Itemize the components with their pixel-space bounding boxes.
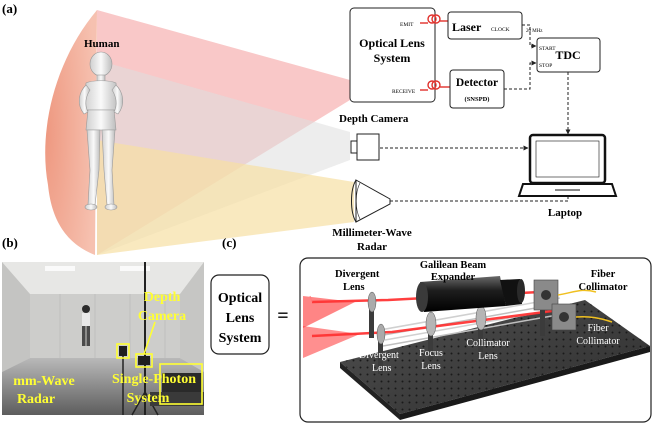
start-label: START: [539, 46, 556, 52]
collimator-lens-line2: Lens: [478, 351, 498, 362]
mmwave-radar-label-line1: Millimeter-Wave: [332, 227, 412, 239]
photo-mmwave-line2: Radar: [17, 392, 55, 407]
human-label: Human: [84, 38, 119, 50]
galilean-line2: Expander: [431, 272, 476, 283]
galilean-line1: Galilean Beam: [420, 260, 486, 271]
optical-lens-system-label-line2: System: [374, 51, 411, 65]
clock-label: CLOCK: [491, 27, 510, 33]
equals-sign: =: [277, 305, 288, 327]
receive-label: RECEIVE: [392, 89, 416, 95]
fiber-coil-emit: [420, 14, 448, 24]
fiber-collimator-bottom-line1: Fiber: [587, 323, 609, 334]
tdc-label: TDC: [555, 48, 580, 62]
panel-label-c: (c): [222, 235, 236, 250]
beam-radar: [97, 140, 354, 255]
optical-lens-system-box: [349, 7, 436, 103]
clock-frequency-label: 20 MHz: [526, 29, 543, 34]
human-field-cone: [45, 10, 97, 255]
laptop-label: Laptop: [548, 207, 582, 219]
optical-lens-system-callout-box: [210, 274, 270, 355]
radar-horn-icon: [351, 179, 391, 223]
detector-type-label: (SNSPD): [465, 96, 490, 103]
photo-single-photon-line1: Single-Photon: [112, 372, 196, 387]
panel-label-b: (b): [2, 235, 18, 250]
divergent-lens-top-line2: Lens: [343, 282, 365, 293]
fiber-collimator-top-line1: Fiber: [591, 269, 616, 280]
signal-lines: [380, 24, 571, 202]
photo-single-photon-line2: System: [127, 391, 170, 406]
stop-label: STOP: [539, 63, 552, 69]
mmwave-radar-label-line2: Radar: [357, 241, 387, 253]
laptop-icon: [517, 133, 618, 197]
photo-depth-camera-line2: Camera: [138, 309, 186, 324]
depth-camera-icon: [350, 133, 380, 161]
photo-annotations: [116, 321, 203, 405]
collimator-lens-line1: Collimator: [466, 338, 510, 349]
photo-labels: Depth Camera mm-Wave Radar Single-Photon…: [13, 290, 196, 407]
scene-photo: [2, 262, 204, 416]
callout-line1: Optical: [218, 291, 262, 306]
divergent-lens-top-line1: Divergent: [335, 269, 380, 280]
divergent-lens-bottom-line2: Lens: [372, 363, 392, 374]
photo-mmwave-line1: mm-Wave: [13, 374, 74, 389]
divergent-lens-bottom-line1: Divergent: [359, 350, 399, 361]
fiber-collimator-bottom-line2: Collimator: [576, 336, 620, 347]
render-labels: Divergent Lens Galilean Beam Expander Fi…: [335, 260, 628, 374]
photo-depth-camera-line1: Depth: [144, 290, 181, 305]
optical-lens-system-label-line1: Optical Lens: [359, 36, 425, 50]
humanoid-figure: [78, 51, 124, 211]
laser-label: Laser: [452, 20, 482, 34]
fiber-collimator-top-line2: Collimator: [579, 282, 628, 293]
optical-bench-render: [303, 276, 650, 420]
callout-line3: System: [219, 331, 262, 346]
detector-label: Detector: [456, 77, 498, 89]
focus-lens-line1: Focus: [419, 348, 443, 359]
focus-lens-line2: Lens: [421, 361, 441, 372]
depth-camera-label: Depth Camera: [339, 113, 409, 125]
fiber-coil-receive: [420, 80, 450, 91]
emit-label: EMIT: [400, 22, 414, 28]
panel-label-a: (a): [2, 1, 17, 16]
callout-line2: Lens: [226, 311, 255, 326]
